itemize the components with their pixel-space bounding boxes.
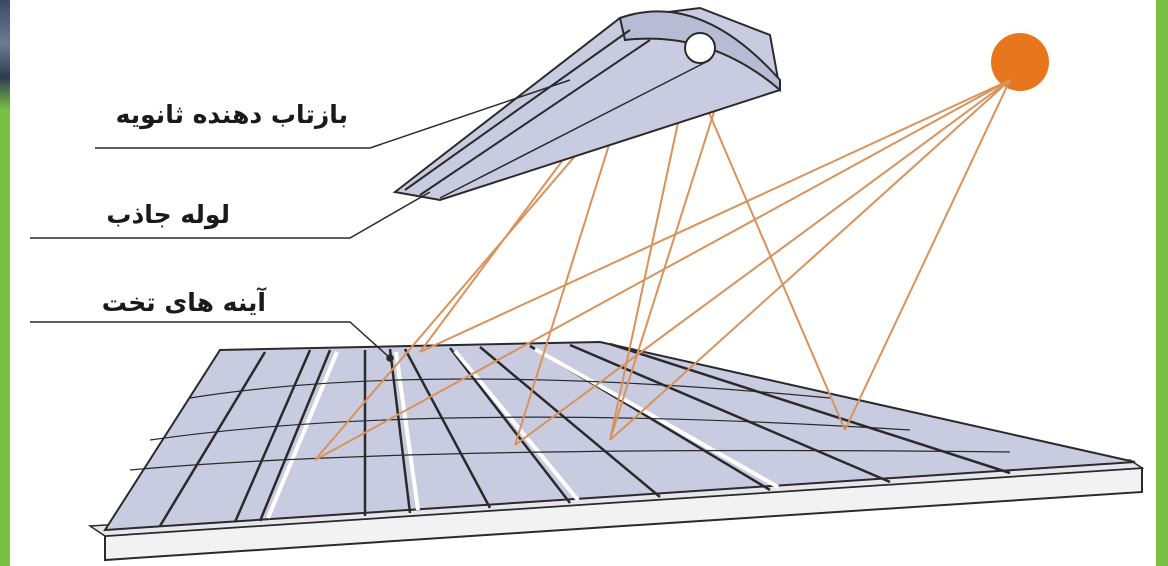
fresnel-diagram <box>30 6 1145 562</box>
light-rays <box>314 13 1011 461</box>
diagram-canvas: بازتاب دهنده ثانویه لوله جاذب آینه های ت… <box>10 0 1156 566</box>
flat-mirrors-label: آینه های تخت <box>101 288 266 317</box>
receiver-assembly <box>392 6 782 202</box>
secondary-reflector-label: بازتاب دهنده ثانویه <box>115 100 348 129</box>
absorber-tube-icon <box>684 32 716 64</box>
absorber-tube-label: لوله جاذب <box>106 200 230 229</box>
sun <box>976 18 1064 106</box>
leader-lines <box>30 79 571 362</box>
